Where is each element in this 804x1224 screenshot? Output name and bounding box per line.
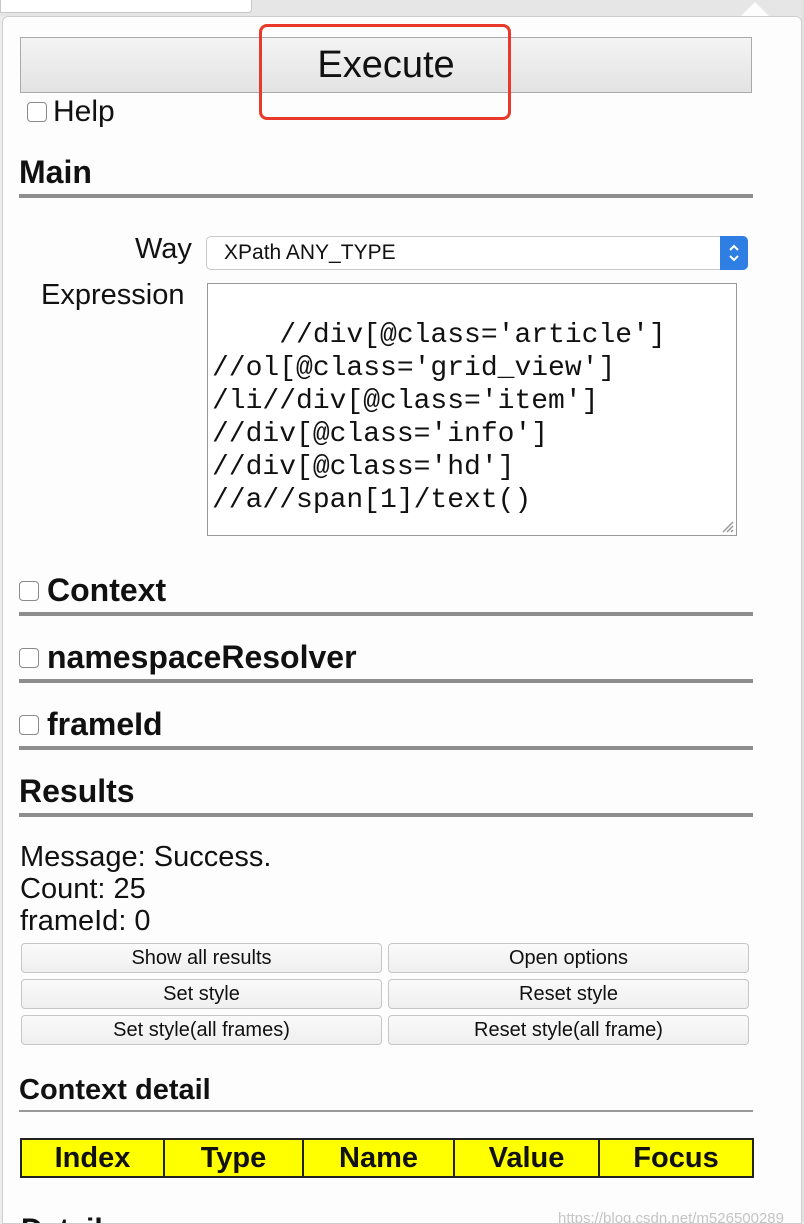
column-header-focus: Focus [598, 1138, 754, 1178]
column-header-name: Name [302, 1138, 455, 1178]
frame-id-checkbox[interactable] [19, 714, 39, 735]
browser-toolbar [0, 0, 804, 16]
context-divider [19, 612, 753, 616]
results-actions: Show all results Open options Set style … [21, 943, 752, 1045]
expression-text: //div[@class='article'] //ol[@class='gri… [212, 320, 666, 516]
namespace-resolver-divider [19, 679, 753, 683]
results-divider [19, 813, 753, 817]
show-all-results-button[interactable]: Show all results [21, 943, 382, 973]
column-header-index: Index [20, 1138, 165, 1178]
set-style-button[interactable]: Set style [21, 979, 382, 1009]
context-detail-table: Index Type Name Value Focus [20, 1138, 754, 1178]
results-message: Message: Success. [20, 841, 272, 873]
reset-style-button[interactable]: Reset style [388, 979, 749, 1009]
help-checkbox[interactable] [27, 102, 47, 122]
help-label: Help [53, 95, 115, 128]
context-detail-section-header: Context detail [19, 1074, 753, 1112]
browser-tab-edge [0, 0, 252, 13]
way-selected-value: XPath ANY_TYPE [224, 241, 396, 264]
extension-popup: Execute Help Main Way XPath ANY_TYPE Exp… [2, 16, 802, 1224]
execute-button[interactable]: Execute [20, 37, 752, 93]
context-section-header: Context [19, 572, 753, 616]
watermark: https://blog.csdn.net/m526500289 [558, 1210, 784, 1224]
reset-style-all-frame-button[interactable]: Reset style(all frame) [388, 1015, 749, 1045]
context-title: Context [47, 572, 167, 608]
way-label: Way [135, 233, 192, 265]
context-checkbox[interactable] [19, 580, 39, 601]
open-options-button[interactable]: Open options [388, 943, 749, 973]
table-header-row: Index Type Name Value Focus [20, 1138, 754, 1178]
context-detail-title: Context detail [19, 1074, 211, 1106]
expression-textarea[interactable]: //div[@class='article'] //ol[@class='gri… [207, 283, 737, 536]
frame-id-title: frameId [47, 706, 163, 742]
results-count: Count: 25 [20, 873, 146, 905]
column-header-type: Type [163, 1138, 304, 1178]
namespace-resolver-section-header: namespaceResolver [19, 639, 753, 683]
resize-grip-icon[interactable] [718, 517, 734, 533]
main-divider [19, 194, 753, 198]
frame-id-section-header: frameId [19, 706, 753, 750]
main-title: Main [19, 154, 92, 190]
select-stepper-icon [720, 236, 748, 270]
column-header-value: Value [453, 1138, 600, 1178]
page-edge [801, 0, 804, 1222]
namespace-resolver-checkbox[interactable] [19, 647, 39, 668]
context-detail-divider [19, 1110, 753, 1112]
set-style-all-frames-button[interactable]: Set style(all frames) [21, 1015, 382, 1045]
main-section-header: Main [19, 154, 753, 198]
results-frame-id: frameId: 0 [20, 905, 151, 937]
frame-id-divider [19, 746, 753, 750]
help-toggle[interactable]: Help [27, 95, 115, 129]
namespace-resolver-title: namespaceResolver [47, 639, 357, 675]
details-title: Details [21, 1213, 119, 1223]
expression-label: Expression [41, 279, 185, 311]
results-title: Results [19, 773, 135, 809]
popup-pointer-arrow [741, 2, 769, 16]
results-summary: Message: Success. Count: 25 frameId: 0 [20, 841, 271, 937]
way-select[interactable]: XPath ANY_TYPE [206, 236, 748, 270]
results-section-header: Results [19, 773, 753, 817]
